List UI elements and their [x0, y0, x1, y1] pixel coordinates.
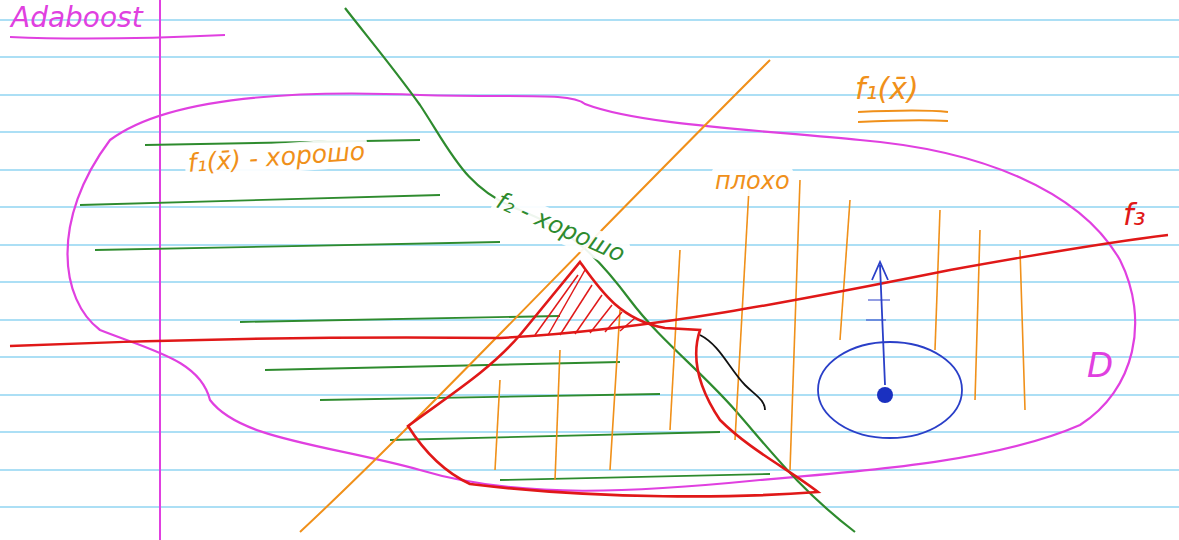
black-curve: [700, 335, 765, 410]
neighbourhood-circle: [818, 342, 962, 438]
function-label: f₃: [1120, 198, 1149, 233]
point: [877, 387, 893, 403]
f1-underline: [858, 111, 948, 123]
orange-hatching: [495, 170, 1025, 480]
direction-arrow: [872, 262, 888, 385]
feasible-region: [68, 93, 1136, 490]
f2-boundary: [345, 8, 855, 532]
red-hatching: [535, 270, 635, 335]
title-label: Adaboost: [8, 2, 146, 34]
pareto-region: [408, 262, 818, 496]
green-hatching: [80, 140, 770, 480]
margin-line: [159, 0, 161, 540]
function-label: f₁(x̄): [852, 72, 922, 107]
f1-boundary: [300, 60, 770, 532]
bad-region-label: плохо: [712, 168, 793, 196]
good-region-label: f₂ - хорошо: [489, 186, 631, 270]
title-underline: [10, 35, 225, 38]
arrow-ticks: [866, 300, 890, 320]
notebook-lines: [0, 20, 1179, 507]
region-label: D: [1084, 346, 1116, 385]
